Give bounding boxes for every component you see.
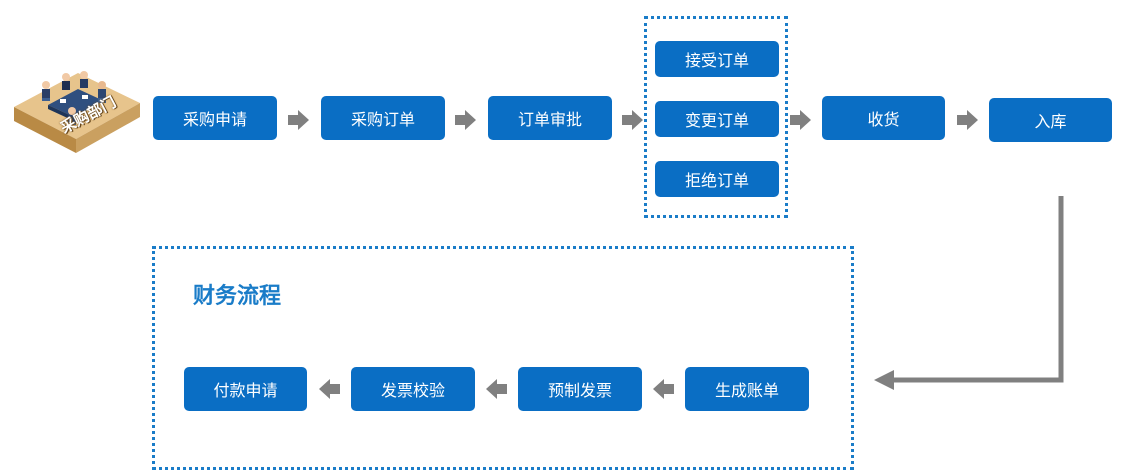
step-invoice-verification[interactable]: 发票校验 [351, 367, 475, 411]
option-accept-order[interactable]: 接受订单 [655, 41, 779, 77]
arrow-right-icon [790, 110, 811, 130]
connector-arrow-icon [874, 196, 1064, 390]
step-purchase-order[interactable]: 采购订单 [321, 96, 445, 140]
arrow-left-icon [653, 379, 674, 399]
finance-flow-group [152, 246, 854, 470]
option-change-order[interactable]: 变更订单 [655, 101, 779, 137]
step-payment-request[interactable]: 付款申请 [184, 367, 307, 411]
arrow-left-icon [319, 379, 340, 399]
finance-flow-title: 财务流程 [193, 284, 282, 309]
step-purchase-request[interactable]: 采购申请 [153, 96, 277, 140]
arrow-left-icon [486, 379, 507, 399]
purchasing-department-illustration [8, 55, 144, 167]
arrow-right-icon [288, 110, 309, 130]
step-park-invoice[interactable]: 预制发票 [518, 367, 642, 411]
step-receive-goods[interactable]: 收货 [822, 96, 945, 140]
step-warehouse-in[interactable]: 入库 [989, 98, 1112, 142]
step-generate-bill[interactable]: 生成账单 [685, 367, 809, 411]
arrow-right-icon [957, 110, 978, 130]
arrow-right-icon [455, 110, 476, 130]
arrow-right-icon [622, 110, 643, 130]
step-order-approval[interactable]: 订单审批 [488, 96, 612, 140]
option-reject-order[interactable]: 拒绝订单 [655, 161, 779, 197]
order-options-group [644, 16, 788, 218]
